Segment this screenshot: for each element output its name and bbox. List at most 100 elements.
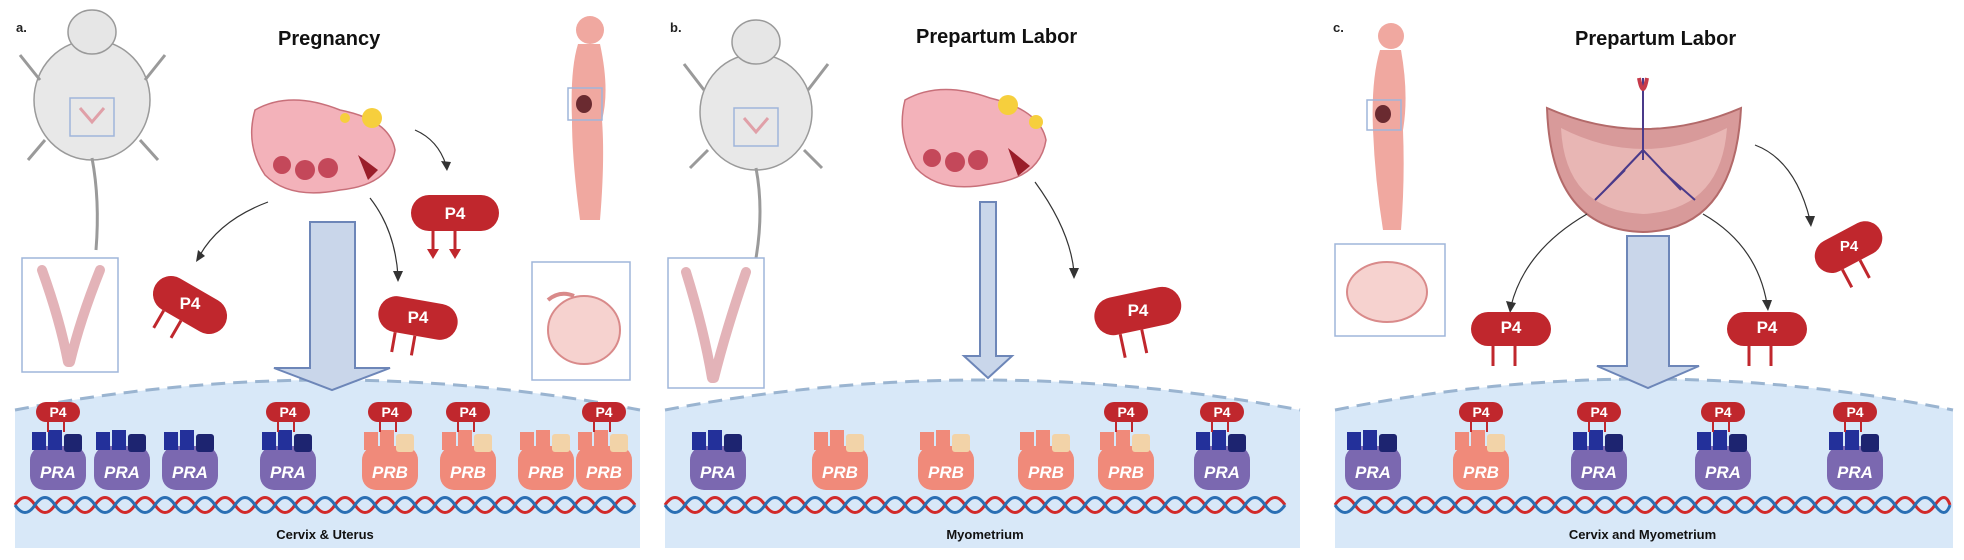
p4-label: P4 xyxy=(1714,404,1731,420)
p4-capsule-top xyxy=(1814,221,1883,289)
receptor-domain xyxy=(278,430,292,450)
receptor-domain xyxy=(164,432,178,450)
receptor-prb: PRB xyxy=(918,430,974,490)
p4-capsule-right xyxy=(378,296,458,356)
mouse-illustration xyxy=(682,19,830,259)
receptor-domain xyxy=(48,430,62,450)
thin-down-arrow xyxy=(961,201,1015,380)
p4-capsule-left xyxy=(1471,312,1551,366)
receptor-prb: PRB xyxy=(1018,430,1074,490)
receptor-domain xyxy=(814,432,828,450)
p4-capsule-right xyxy=(1727,312,1807,366)
receptor-domain xyxy=(196,434,214,452)
receptor-domain xyxy=(1379,434,1397,452)
p4-bound-ligand: P4 xyxy=(582,402,626,432)
receptor-domain xyxy=(920,432,934,450)
receptor-label: PRA xyxy=(1204,463,1240,482)
receptor-domain xyxy=(1363,430,1377,450)
p4-bound-ligand: P4 xyxy=(368,402,412,432)
receptor-label: PRA xyxy=(270,463,306,482)
receptor-pra: PRA xyxy=(1345,430,1401,490)
receptor-domain xyxy=(96,432,110,450)
arrow-to-top-p4 xyxy=(1754,144,1811,221)
mouse-uterus-inset xyxy=(667,257,765,389)
receptor-domain xyxy=(1845,430,1859,450)
receptor-domain xyxy=(610,434,628,452)
receptor-domain xyxy=(1605,434,1623,452)
receptor-domain xyxy=(1713,430,1727,450)
receptor-label: PRA xyxy=(1355,463,1391,482)
receptor-domain xyxy=(1455,432,1469,450)
receptor-body xyxy=(1345,446,1401,490)
receptor-domain xyxy=(1020,432,1034,450)
p4-label: P4 xyxy=(1756,318,1778,337)
receptor-prb: PRB xyxy=(518,430,574,490)
p4-capsule xyxy=(582,402,626,422)
receptor-domain xyxy=(520,432,534,450)
p4-label: P4 xyxy=(279,404,296,420)
p4-label: P4 xyxy=(1472,404,1489,420)
receptor-domain xyxy=(294,434,312,452)
receptor-domain xyxy=(112,430,126,450)
tissue-label-b: Myometrium xyxy=(946,527,1024,542)
receptor-body xyxy=(1695,446,1751,490)
receptor-domain xyxy=(262,432,276,450)
p4-bound-ligand: P4 xyxy=(1459,402,1503,432)
dna-helix xyxy=(1333,496,1952,514)
dna-helix xyxy=(663,496,1287,514)
p4-label: P4 xyxy=(1839,238,1859,255)
receptor-domain xyxy=(1471,430,1485,450)
receptor-domain xyxy=(1697,432,1711,450)
p4-capsule xyxy=(1833,402,1877,422)
mouse-illustration xyxy=(18,9,167,251)
dna-helix xyxy=(13,496,637,514)
receptor-domain xyxy=(442,432,456,450)
p4-label: P4 xyxy=(1117,404,1134,420)
receptor-prb: PRB P4 xyxy=(362,402,418,490)
panel-title-c: Prepartum Labor xyxy=(1575,28,1737,50)
receptor-domain xyxy=(1573,432,1587,450)
receptor-body xyxy=(918,446,974,490)
receptor-domain xyxy=(1829,432,1843,450)
receptor-pra: PRA xyxy=(162,430,218,490)
receptor-domain xyxy=(1116,430,1130,450)
receptor-body xyxy=(1194,446,1250,490)
p4-label: P4 xyxy=(1500,318,1522,337)
receptor-domain xyxy=(1228,434,1246,452)
p4-label: P4 xyxy=(179,294,201,313)
receptor-label: PRA xyxy=(172,463,208,482)
p4-label: P4 xyxy=(1590,404,1607,420)
tissue-label-a: Cervix & Uterus xyxy=(276,527,374,542)
p4-capsule xyxy=(1459,402,1503,422)
mouse-uterus-inset xyxy=(21,257,119,373)
p4-bound-ligand: P4 xyxy=(1701,402,1745,432)
receptor-domain xyxy=(692,432,706,450)
receptor-domain xyxy=(1196,432,1210,450)
ovary-illustration xyxy=(250,99,396,194)
receptor-domain xyxy=(1132,434,1150,452)
receptor-domain xyxy=(936,430,950,450)
receptor-label: PRB xyxy=(586,463,622,482)
p4-label: P4 xyxy=(1213,404,1230,420)
receptor-domain xyxy=(952,434,970,452)
receptor-domain xyxy=(180,430,194,450)
p4-capsule xyxy=(1200,402,1244,422)
receptor-label: PRB xyxy=(1108,463,1144,482)
p4-capsule xyxy=(36,402,80,422)
receptor-body xyxy=(362,446,418,490)
arrow-to-top-p4 xyxy=(414,129,447,166)
receptor-domain xyxy=(1589,430,1603,450)
receptor-label: PRB xyxy=(372,463,408,482)
receptor-domain xyxy=(1100,432,1114,450)
big-down-arrow xyxy=(1596,235,1700,390)
panel-letter-b: b. xyxy=(670,20,682,35)
receptor-body xyxy=(518,446,574,490)
